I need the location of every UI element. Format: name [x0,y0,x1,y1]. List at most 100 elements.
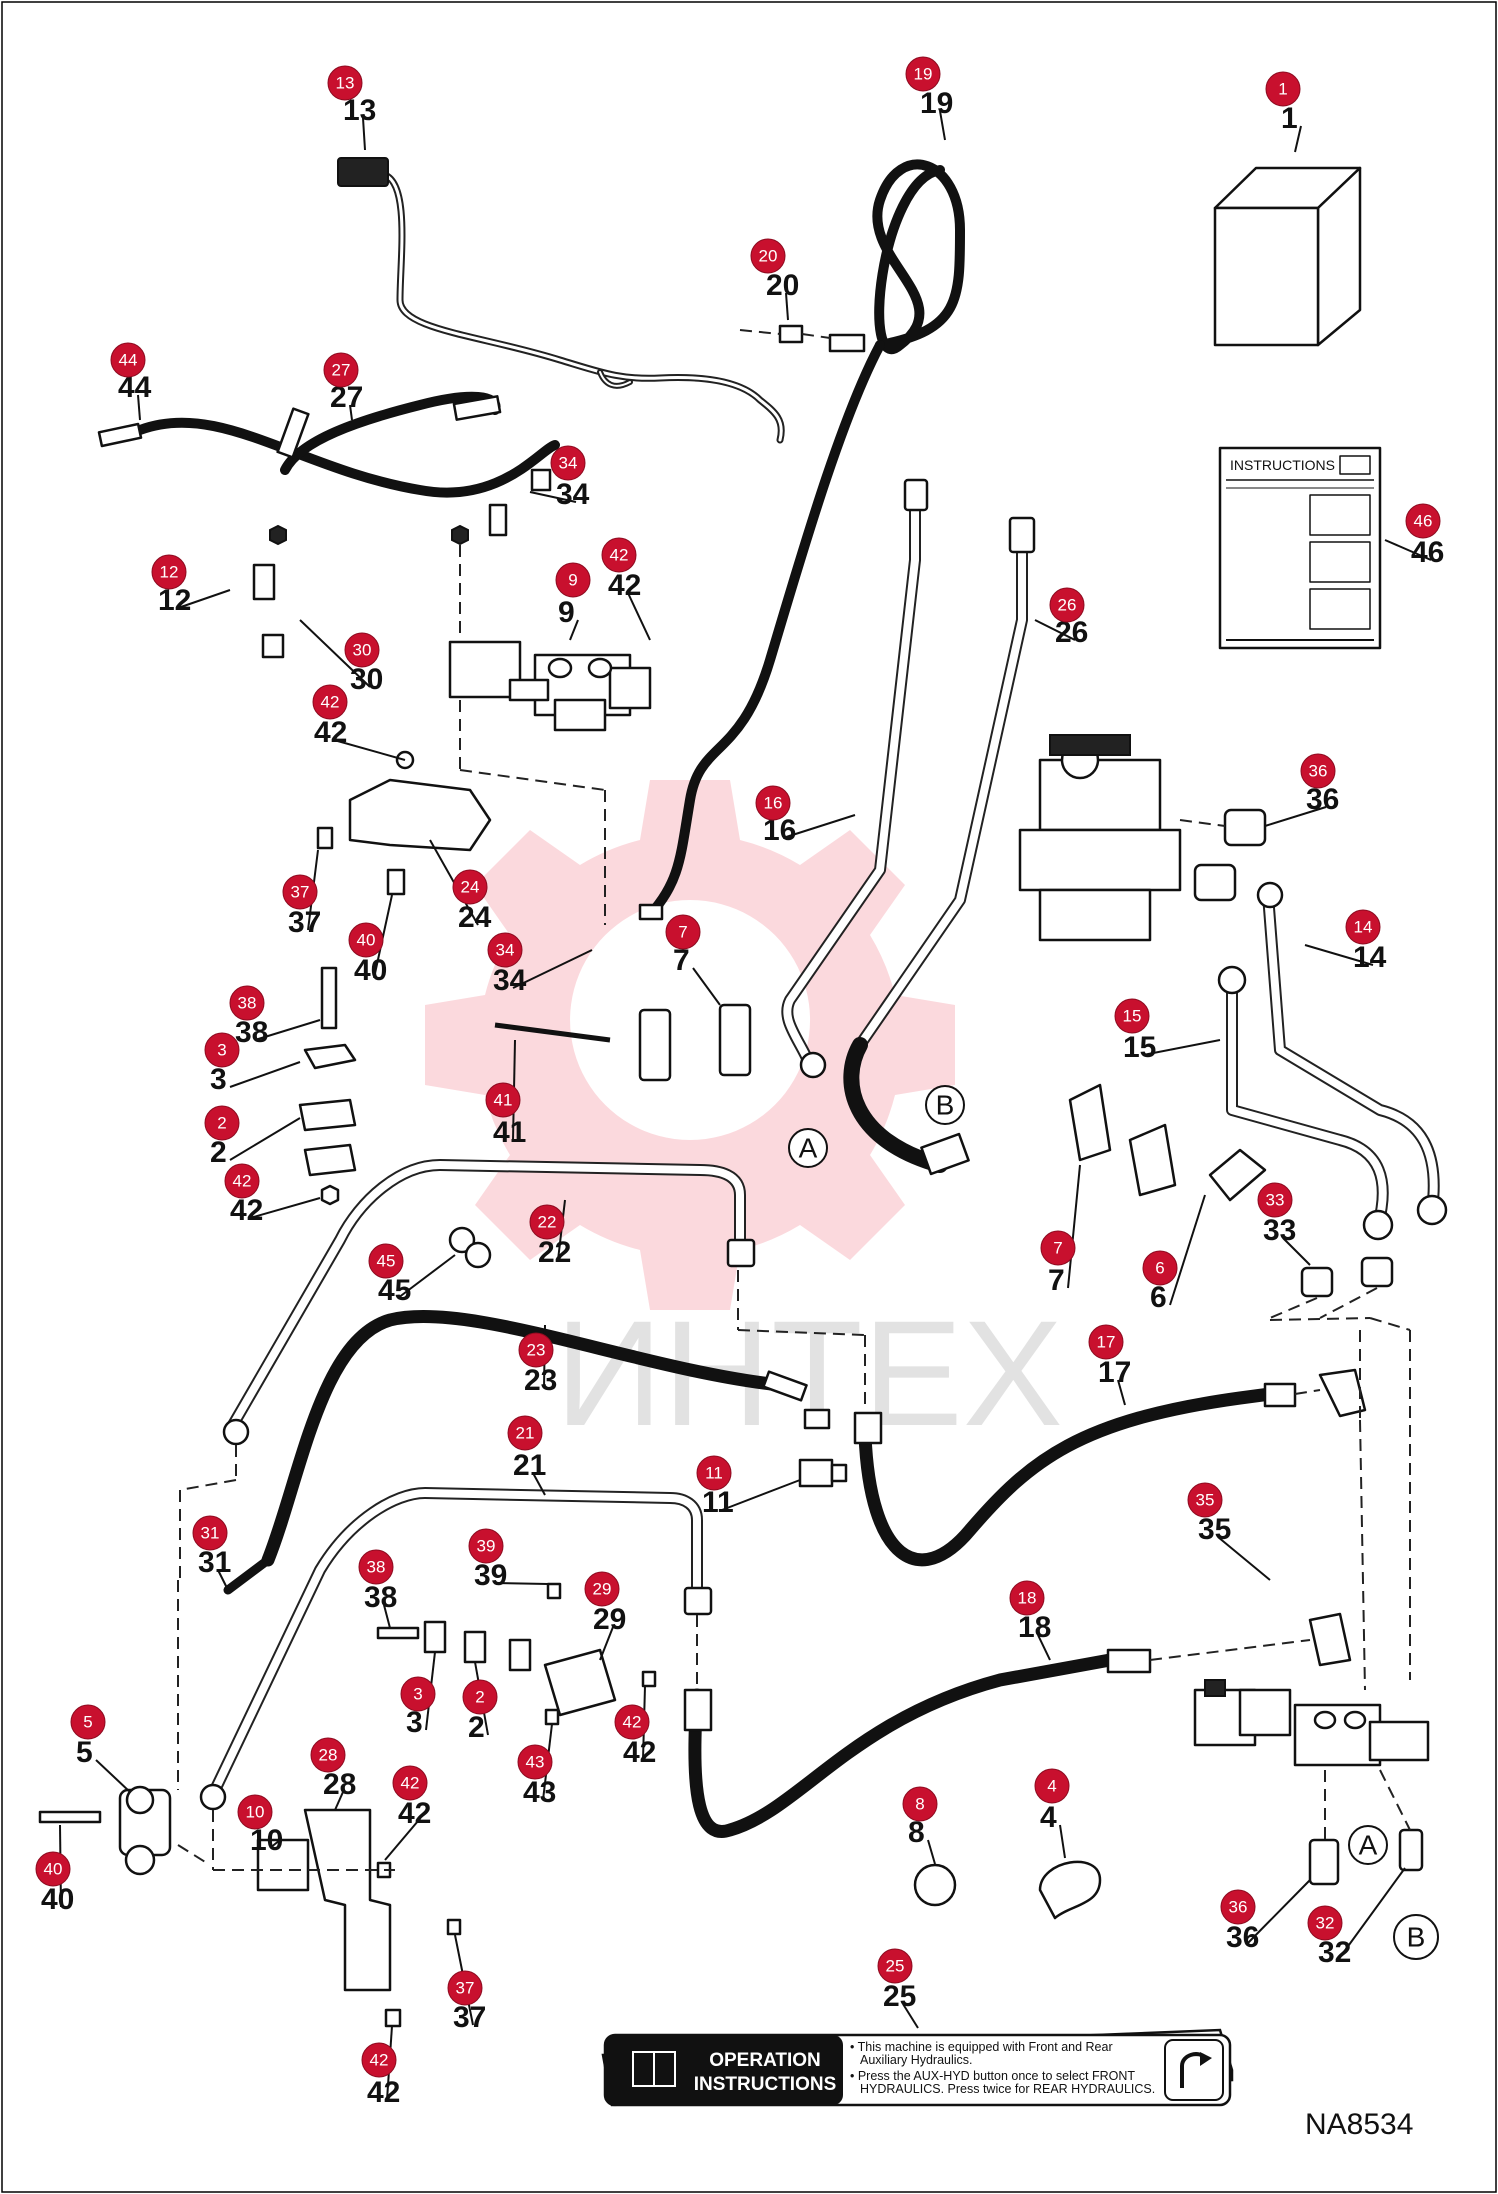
part-number-badge-text: 25 [886,1957,905,1976]
part-number-badge[interactable] [614,1704,650,1740]
part-number-badge-text: 5 [83,1713,92,1732]
part-number-badge[interactable] [1257,1182,1293,1218]
part-number-badge[interactable] [529,1204,565,1240]
instruction-sheet-title: INSTRUCTIONS [1230,457,1335,473]
part-number-badge[interactable] [70,1704,106,1740]
part-number-badge[interactable] [601,537,637,573]
part-number-label: 25 [883,1980,916,2013]
part-number-badge[interactable] [110,342,146,378]
part-number-badge[interactable] [344,632,380,668]
part-number-badge[interactable] [485,1082,521,1118]
callout-3a: 33 [204,1032,301,1096]
part-number-label: 2 [468,1711,485,1744]
leader-line [1304,944,1374,966]
part-number-badge-text: 3 [217,1041,226,1060]
part-number-badge[interactable] [1307,1905,1343,1941]
part-number-badge[interactable] [517,1744,553,1780]
part-number-badge[interactable] [310,1737,346,1773]
part-number-badge[interactable] [361,2042,397,2078]
tube-14 [1256,881,1448,1226]
part-number-badge[interactable] [392,1765,428,1801]
part-number-badge[interactable] [204,1105,240,1141]
part-number-badge[interactable] [1300,753,1336,789]
part-number-badge[interactable] [550,445,586,481]
part-number-badge[interactable] [192,1515,228,1551]
part-number-badge[interactable] [452,869,488,905]
part-number-badge[interactable] [468,1528,504,1564]
part-number-badge-text: 17 [1097,1333,1116,1352]
part-number-badge[interactable] [1114,998,1150,1034]
part-number-badge[interactable] [1405,503,1441,539]
part-number-badge[interactable] [696,1455,732,1491]
part-number-badge[interactable] [1040,1230,1076,1266]
leader-line [397,1254,456,1299]
part-number-badge[interactable] [1009,1580,1045,1616]
part-number-badge[interactable] [755,785,791,821]
part-number-badge-text: 22 [538,1213,557,1232]
part-number-badge-text: 2 [475,1688,484,1707]
part-number-badge[interactable] [282,874,318,910]
part-number-badge[interactable] [555,562,591,598]
part-number-badge-text: 38 [238,994,257,1013]
hose-19 [638,159,966,921]
part-number-badge[interactable] [237,1794,273,1830]
part-number-badge[interactable] [518,1332,554,1368]
part-number-badge-text: 3 [413,1685,422,1704]
part-number-badge[interactable] [358,1549,394,1585]
part-number-badge[interactable] [1034,1768,1070,1804]
leader-line [902,2003,919,2029]
part-number-badge[interactable] [877,1948,913,1984]
part-number-badge[interactable] [1265,71,1301,107]
part-number-badge[interactable] [665,914,701,950]
part-number-badge[interactable] [224,1163,260,1199]
part-number-badge[interactable] [1220,1889,1256,1925]
part-number-badge[interactable] [327,65,363,101]
part-number-badge[interactable] [1088,1324,1124,1360]
leader-line [333,739,406,761]
tube-22 [222,1159,756,1446]
part-number-badge[interactable] [1142,1250,1178,1286]
part-number-badge[interactable] [584,1571,620,1607]
part-number-badge[interactable] [151,554,187,590]
part-number-badge[interactable] [323,352,359,388]
part-number-badge[interactable] [750,238,786,274]
decal-title-line1: OPERATION [709,2050,821,2071]
part-number-label: 38 [364,1581,397,1614]
leader-line [177,589,231,609]
part-number-badge[interactable] [1187,1482,1223,1518]
part-number-badge[interactable] [400,1676,436,1712]
part-number-label: 40 [41,1883,74,1916]
part-number-badge[interactable] [905,56,941,92]
tube-21 [199,1487,713,1811]
part-number-badge[interactable] [1345,909,1381,945]
part-number-badge[interactable] [487,932,523,968]
part-number-badge[interactable] [35,1851,71,1887]
part-number-label: 34 [556,478,590,511]
part-number-badge[interactable] [204,1032,240,1068]
part-number-badge[interactable] [462,1679,498,1715]
part-number-badge-text: 41 [494,1091,513,1110]
part-number-badge[interactable] [1049,587,1085,623]
clamp-7-top [638,1003,752,1082]
part-number-label: 42 [367,2076,400,2109]
part-number-badge[interactable] [312,684,348,720]
part-number-badge[interactable] [507,1415,543,1451]
clip-8 [913,1863,957,1907]
leader-line [627,592,651,641]
part-number-badge[interactable] [447,1970,483,2006]
part-number-label: 37 [288,906,321,939]
part-number-badge[interactable] [348,922,384,958]
leader-line [269,1839,281,1849]
part-number-label: 29 [593,1603,626,1636]
part-number-badge[interactable] [368,1243,404,1279]
clamp-7-lower [1068,1083,1267,1202]
part-number-badge[interactable] [902,1786,938,1822]
part-number-label: 33 [1263,1214,1296,1247]
part-number-badge[interactable] [229,985,265,1021]
callout-1: 11 [1265,71,1302,153]
